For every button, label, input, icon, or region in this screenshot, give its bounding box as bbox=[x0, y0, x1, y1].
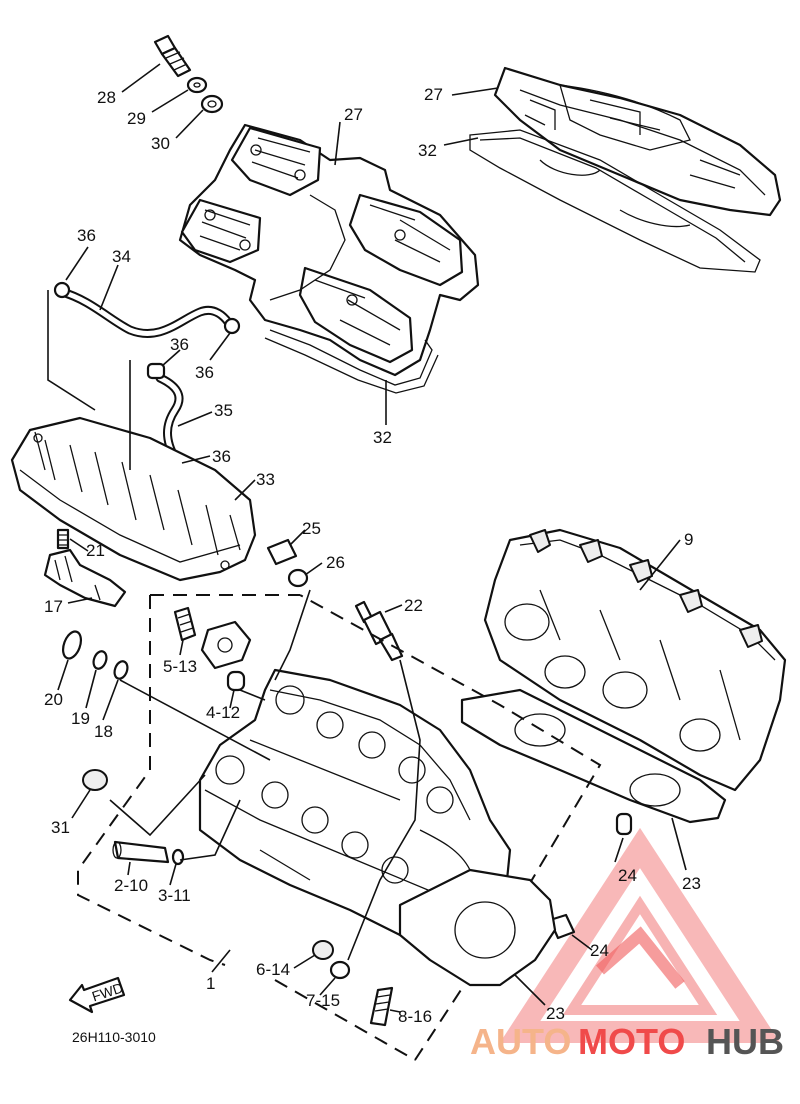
valve-guide-2-10 bbox=[112, 840, 170, 864]
spark-plug-22 bbox=[354, 600, 404, 662]
callout-1: 1 bbox=[206, 974, 215, 993]
callout-28: 28 bbox=[97, 88, 116, 107]
callout-36: 36 bbox=[212, 447, 231, 466]
dowel-4-12 bbox=[226, 670, 246, 692]
head-gasket-23 bbox=[460, 688, 727, 824]
callout-7-15: 7-15 bbox=[306, 991, 340, 1010]
diagram-code: 26H110-3010 bbox=[72, 1029, 156, 1045]
callout-36: 36 bbox=[195, 363, 214, 382]
circlip-3-11 bbox=[171, 848, 185, 866]
watermark-hub: HUB bbox=[706, 1021, 784, 1062]
callout-30: 30 bbox=[151, 134, 170, 153]
screw-21 bbox=[56, 528, 70, 550]
watermark-auto: AUTO bbox=[470, 1021, 571, 1062]
callout-5-13: 5-13 bbox=[163, 657, 197, 676]
callout-33: 33 bbox=[256, 470, 275, 489]
washer-7-15 bbox=[329, 960, 351, 980]
breather-hose-34 bbox=[57, 287, 233, 338]
callout-9: 9 bbox=[684, 530, 693, 549]
callout-21: 21 bbox=[86, 541, 105, 560]
fwd-arrow-icon bbox=[68, 976, 126, 1014]
callout-27: 27 bbox=[424, 85, 443, 104]
callout-36: 36 bbox=[170, 335, 189, 354]
head-gasket-23-lower bbox=[398, 868, 557, 987]
callout-2-10: 2-10 bbox=[114, 876, 148, 895]
rear-cover-gasket-32 bbox=[469, 129, 761, 273]
callout-19: 19 bbox=[71, 709, 90, 728]
callout-25: 25 bbox=[302, 519, 321, 538]
callout-36: 36 bbox=[77, 226, 96, 245]
callout-24: 24 bbox=[618, 866, 637, 885]
callout-34: 34 bbox=[112, 247, 131, 266]
bolt-25 bbox=[266, 538, 298, 566]
dowel-pin-24 bbox=[615, 812, 633, 836]
washer-30 bbox=[200, 94, 224, 114]
washer-26 bbox=[287, 568, 309, 588]
o-ring-19 bbox=[92, 650, 108, 670]
callout-23: 23 bbox=[682, 874, 701, 893]
air-chamber-cover-33 bbox=[10, 416, 257, 582]
callout-6-14: 6-14 bbox=[256, 960, 290, 979]
callout-17: 17 bbox=[44, 597, 63, 616]
callout-3-11: 3-11 bbox=[158, 886, 191, 905]
callout-18: 18 bbox=[94, 722, 113, 741]
hose-clamp-36 bbox=[146, 362, 166, 380]
assembly-group-outline bbox=[77, 594, 602, 1061]
callout-32: 32 bbox=[418, 141, 437, 160]
breather-hose-35 bbox=[155, 373, 184, 463]
callout-24: 24 bbox=[590, 941, 609, 960]
front-valve-cover-27 bbox=[178, 123, 480, 377]
o-ring-20 bbox=[61, 630, 83, 660]
hose-clamp-36 bbox=[223, 317, 241, 335]
callout-31: 31 bbox=[51, 818, 70, 837]
callout-4-12: 4-12 bbox=[206, 703, 240, 722]
front-cover-gasket-32 bbox=[264, 329, 439, 394]
callout-20: 20 bbox=[44, 690, 63, 709]
stud-bolt-5-13 bbox=[173, 606, 197, 642]
watermark-text: AUTO MOTO HUB bbox=[470, 1021, 784, 1062]
hose-clamp-36 bbox=[53, 281, 71, 299]
callout-8-16: 8-16 bbox=[398, 1007, 432, 1026]
callout-23: 23 bbox=[546, 1004, 565, 1023]
cylinder-head-9 bbox=[483, 528, 787, 792]
washer-29 bbox=[186, 76, 208, 94]
callout-22: 22 bbox=[404, 596, 423, 615]
watermark-moto: MOTO bbox=[578, 1021, 685, 1062]
rear-valve-cover-27 bbox=[493, 66, 782, 217]
callout-29: 29 bbox=[127, 109, 146, 128]
o-ring-18 bbox=[113, 660, 129, 680]
stud-bolt-8-16 bbox=[369, 986, 394, 1027]
callout-32: 32 bbox=[373, 428, 392, 447]
callout-27: 27 bbox=[344, 105, 363, 124]
dowel-pin-24 bbox=[548, 913, 576, 940]
callout-26: 26 bbox=[326, 553, 345, 572]
leader-lines bbox=[47, 63, 687, 1013]
plug-31 bbox=[82, 769, 108, 791]
union-fitting-17 bbox=[43, 548, 127, 608]
valve-spring-retainer bbox=[200, 620, 252, 670]
nut-6-14 bbox=[312, 940, 334, 960]
callout-35: 35 bbox=[214, 401, 233, 420]
callout-labels: 28 29 30 27 27 32 32 36 34 36 36 35 36 3… bbox=[44, 85, 701, 1026]
bolt-28 bbox=[153, 34, 192, 78]
